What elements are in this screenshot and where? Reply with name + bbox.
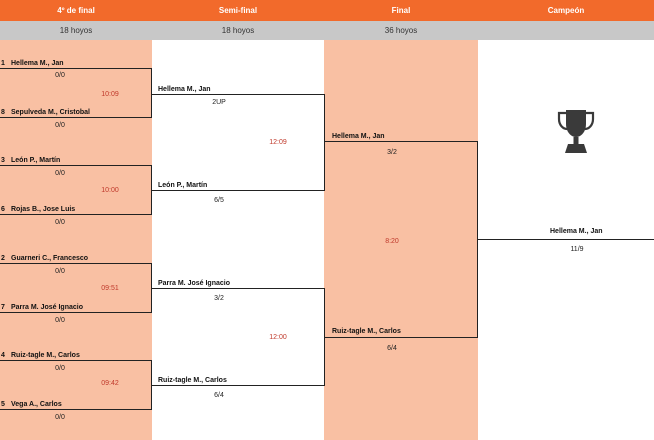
champion-column — [478, 40, 654, 440]
player-name[interactable]: Parra M. José Ignacio — [11, 304, 83, 311]
player-score: 0/0 — [55, 122, 65, 129]
player-name[interactable]: Ruiz-tagle M., Carlos — [332, 328, 401, 335]
seed: 2 — [1, 255, 5, 262]
seed: 7 — [1, 304, 5, 311]
seed: 1 — [1, 60, 5, 67]
player-name[interactable]: Ruiz-tagle M., Carlos — [158, 377, 227, 384]
match-time: 09:42 — [101, 380, 119, 387]
player-score: 3/2 — [214, 295, 224, 302]
player-name[interactable]: Parra M. José Ignacio — [158, 280, 230, 287]
match-time: 10:00 — [101, 187, 119, 194]
match-time: 10:09 — [101, 91, 119, 98]
player-score: 0/0 — [55, 72, 65, 79]
player-name[interactable]: Ruiz-tagle M., Carlos — [11, 352, 80, 359]
player-name[interactable]: Sepulveda M., Cristobal — [11, 109, 90, 116]
sub-final: 36 hoyos — [324, 21, 478, 40]
player-score: 6/5 — [214, 197, 224, 204]
seed: 8 — [1, 109, 5, 116]
player-score: 6/4 — [387, 345, 397, 352]
player-score: 0/0 — [55, 365, 65, 372]
champion-name[interactable]: Hellema M., Jan — [550, 228, 603, 235]
player-name[interactable]: León P., Martín — [158, 182, 208, 189]
player-name[interactable]: Vega A., Carlos — [11, 401, 62, 408]
player-score: 0/0 — [55, 414, 65, 421]
header-quarterfinal: 4º de final — [0, 0, 152, 21]
header-champion: Campeón — [478, 0, 654, 21]
player-score: 0/0 — [55, 317, 65, 324]
seed: 4 — [1, 352, 5, 359]
player-name[interactable]: León P., Martín — [11, 157, 61, 164]
player-score: 0/0 — [55, 268, 65, 275]
sub-quarterfinal: 18 hoyos — [0, 21, 152, 40]
match-time: 12:00 — [269, 334, 287, 341]
player-score: 0/0 — [55, 219, 65, 226]
player-name[interactable]: Guarneri C., Francesco — [11, 255, 89, 262]
player-score: 0/0 — [55, 170, 65, 177]
player-name[interactable]: Rojas B., Jose Luis — [11, 206, 76, 213]
sub-semifinal: 18 hoyos — [152, 21, 324, 40]
quarterfinal-column — [0, 40, 152, 440]
champion-score: 11/9 — [570, 246, 584, 253]
header-semifinal: Semi-final — [152, 0, 324, 21]
player-name[interactable]: Hellema M., Jan — [332, 133, 385, 140]
match-time: 8:20 — [385, 238, 399, 245]
match-time: 09:51 — [101, 285, 119, 292]
sub-champion — [478, 21, 654, 40]
header-final: Final — [324, 0, 478, 21]
trophy-icon — [557, 110, 595, 153]
player-name[interactable]: Hellema M., Jan — [158, 86, 211, 93]
player-score: 6/4 — [214, 392, 224, 399]
match-time: 12:09 — [269, 139, 287, 146]
final-column — [324, 40, 478, 440]
seed: 6 — [1, 206, 5, 213]
player-name[interactable]: Hellema M., Jan — [11, 60, 64, 67]
player-score: 3/2 — [387, 149, 397, 156]
player-score: 2UP — [212, 99, 226, 106]
seed: 3 — [1, 157, 5, 164]
seed: 5 — [1, 401, 5, 408]
